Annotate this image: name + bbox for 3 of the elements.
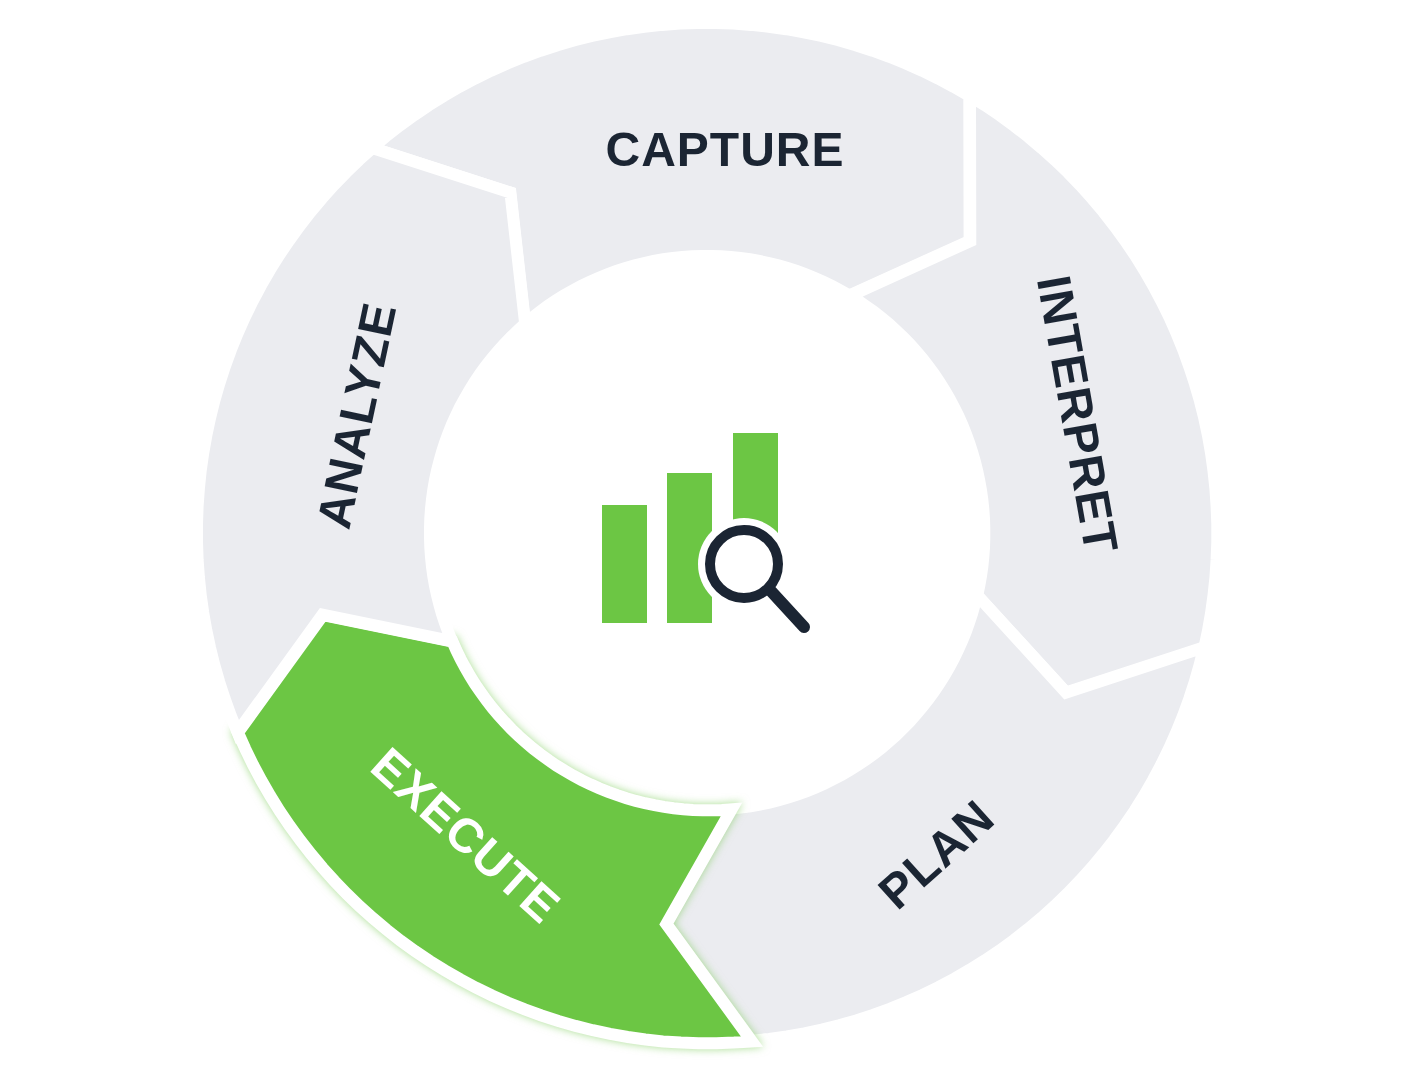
stage-label: ANALYZE (306, 298, 408, 534)
stage-label: CAPTURE (605, 122, 845, 178)
stage-label: INTERPRET (1026, 271, 1130, 559)
